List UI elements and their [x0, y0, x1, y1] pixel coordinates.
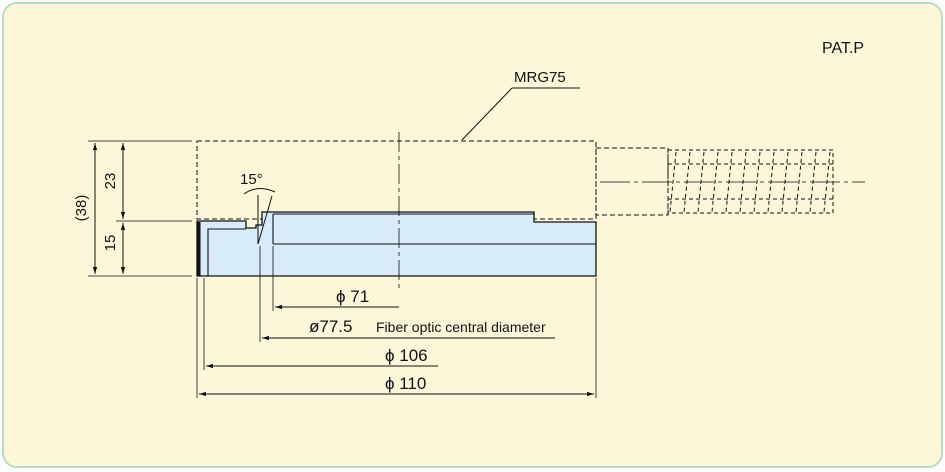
upper-height-label: 23	[102, 173, 119, 190]
dia-106-label: ϕ 106	[385, 346, 428, 365]
model-leader	[461, 87, 580, 141]
diameter-extension-lines	[196, 246, 597, 398]
model-label: MRG75	[514, 69, 566, 86]
pat-label: PAT.P	[822, 40, 864, 57]
dia-71-label: ϕ 71	[336, 287, 369, 306]
part-inner-lines	[207, 213, 596, 276]
angle-label: 15°	[240, 171, 263, 188]
height-extension-lines	[88, 140, 192, 277]
lower-height-label: 15	[102, 235, 119, 252]
angle-mark	[243, 188, 276, 245]
dia-77-label: ø77.5	[309, 317, 352, 336]
total-height-label: (38)	[73, 195, 90, 222]
dia-110-label: ϕ 110	[385, 374, 426, 393]
fiber-note-label: Fiber optic central diameter	[376, 319, 546, 335]
